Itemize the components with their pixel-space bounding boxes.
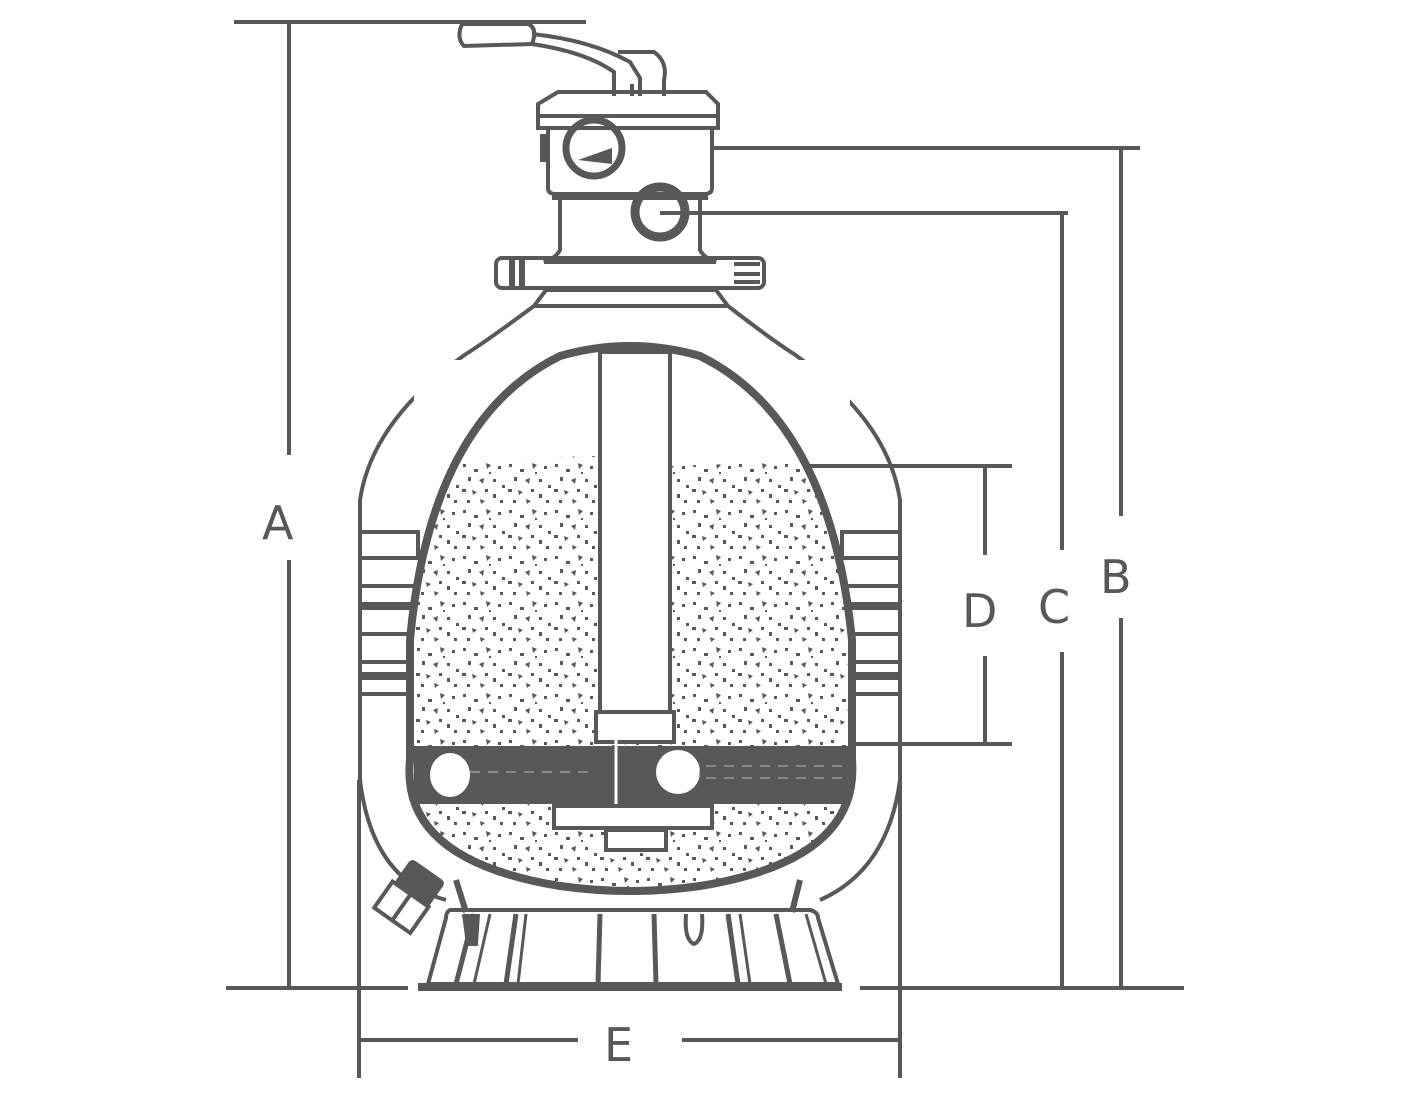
tank-base	[418, 879, 842, 991]
dimension-C	[660, 211, 1068, 988]
dimension-B	[712, 146, 1140, 988]
dimension-label-A: A	[262, 496, 294, 550]
valve-handle	[457, 22, 667, 96]
standpipe	[594, 350, 676, 744]
dimension-label-E: E	[604, 1018, 634, 1072]
dimension-label-D: D	[962, 584, 998, 638]
clamp-ring	[494, 256, 766, 308]
dimension-E	[357, 780, 902, 1078]
valve-port-icon	[630, 182, 690, 242]
dimension-label-B: B	[1100, 550, 1132, 604]
multiport-valve	[536, 90, 720, 264]
drain-plug	[371, 860, 444, 936]
pressure-gauge-icon	[562, 116, 626, 180]
dimension-label-C: C	[1038, 580, 1071, 634]
tank-inner-wall	[405, 342, 857, 895]
laterals	[414, 740, 850, 852]
